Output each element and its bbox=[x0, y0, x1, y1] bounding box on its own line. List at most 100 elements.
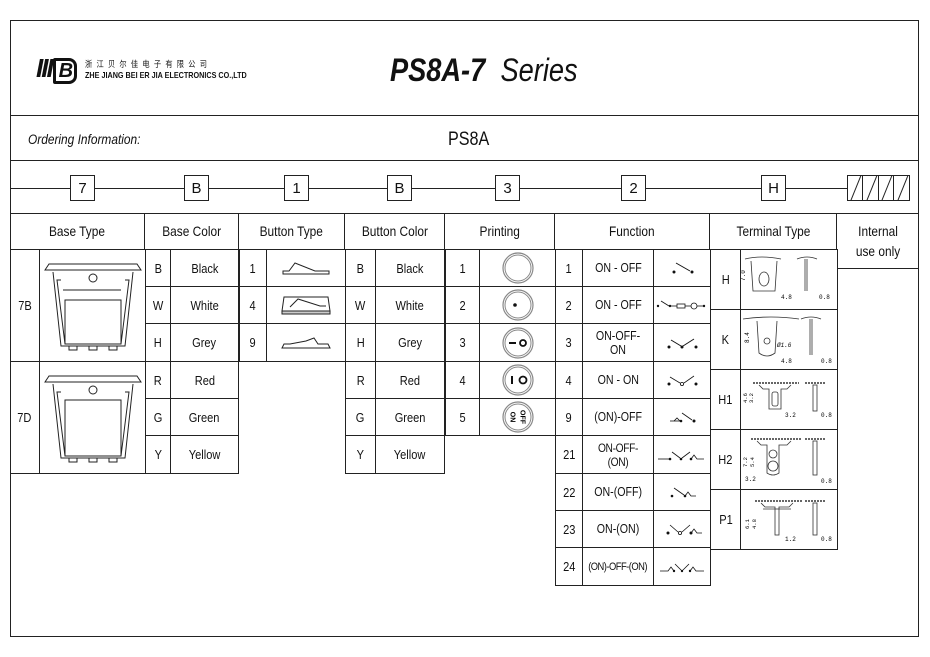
column-header-printing: Printing bbox=[445, 213, 555, 249]
svg-text:0.8: 0.8 bbox=[821, 358, 832, 365]
switch-base-7d-drawing-icon bbox=[39, 361, 146, 474]
rocker-button-profile-icon bbox=[266, 249, 346, 287]
table-row: 24(ON)-OFF-(ON) bbox=[555, 547, 711, 586]
spdt-on-on-symbol-icon bbox=[653, 361, 711, 399]
printing-code: 4 bbox=[445, 361, 480, 399]
button-color-name: Green bbox=[375, 398, 445, 436]
code-box-button-type: 1 bbox=[284, 175, 309, 201]
on-off-momentary-symbol-icon bbox=[653, 435, 711, 474]
terminal-type-code: H1 bbox=[710, 369, 741, 430]
function-code: 9 bbox=[555, 398, 583, 436]
terminal-type-code: K bbox=[710, 309, 741, 370]
spdt-center-off-symbol-icon bbox=[653, 323, 711, 362]
switch-with-lamp-symbol-icon bbox=[653, 286, 711, 324]
svg-text:8.4: 8.4 bbox=[744, 331, 751, 342]
function-name: (ON)-OFF-(ON) bbox=[582, 547, 654, 586]
table-row: 3 bbox=[445, 323, 556, 362]
svg-text:3.2: 3.2 bbox=[748, 393, 755, 403]
rocker-button-low-profile-icon bbox=[266, 323, 346, 362]
ordering-model: PS8A bbox=[448, 129, 490, 150]
column-header-internal: Internal use only bbox=[837, 213, 919, 269]
printing-dot-symbol-icon bbox=[479, 286, 556, 324]
button-color-code: G bbox=[345, 398, 376, 436]
function-code: 2 bbox=[555, 286, 583, 324]
spst-switch-symbol-icon bbox=[653, 249, 711, 287]
company-name-cn: 浙江贝尔佳电子有限公司 bbox=[85, 58, 212, 69]
button-type-code: 1 bbox=[239, 249, 267, 287]
button-color-name: Yellow bbox=[375, 435, 445, 474]
switch-base-7b-drawing-icon bbox=[39, 249, 146, 362]
terminal-type-code: H2 bbox=[710, 429, 741, 490]
printing-code: 5 bbox=[445, 398, 480, 436]
momentary-on-off-symbol-icon bbox=[653, 398, 711, 436]
function-name: ON-OFF-(ON) bbox=[582, 435, 654, 474]
button-type-table: 1 4 9 bbox=[239, 249, 346, 362]
button-color-code: Y bbox=[345, 435, 376, 474]
terminal-type-code: P1 bbox=[710, 489, 741, 550]
svg-text:0.8: 0.8 bbox=[821, 536, 832, 543]
momentary-off-momentary-symbol-icon bbox=[653, 547, 711, 586]
function-name: ON - OFF bbox=[582, 249, 654, 287]
button-color-code: W bbox=[345, 286, 376, 324]
code-box-printing: 3 bbox=[495, 175, 520, 201]
printing-blank-symbol-icon bbox=[479, 249, 556, 287]
function-name: ON-(OFF) bbox=[582, 473, 654, 511]
button-color-name: Grey bbox=[375, 323, 445, 362]
function-name: ON - ON bbox=[582, 361, 654, 399]
button-color-name: White bbox=[375, 286, 445, 324]
button-type-code: 4 bbox=[239, 286, 267, 324]
svg-text:0.8: 0.8 bbox=[821, 478, 832, 485]
code-box-base-color: B bbox=[184, 175, 209, 201]
button-color-code: R bbox=[345, 361, 376, 399]
function-name: ON - OFF bbox=[582, 286, 654, 324]
base-color-code: Y bbox=[145, 435, 171, 474]
printing-dash-o-symbol-icon bbox=[479, 323, 556, 362]
internal-code-box bbox=[846, 175, 864, 201]
base-color-code: B bbox=[145, 249, 171, 287]
function-name: (ON)-OFF bbox=[582, 398, 654, 436]
base-type-code: 7B bbox=[10, 249, 40, 362]
code-box-function: 2 bbox=[621, 175, 646, 201]
svg-text:1.2: 1.2 bbox=[785, 536, 796, 543]
svg-text:OFF: OFF bbox=[518, 410, 525, 425]
table-row: 1 bbox=[445, 249, 556, 287]
svg-text:3.2: 3.2 bbox=[745, 476, 756, 483]
table-row: 1 bbox=[239, 249, 346, 287]
svg-text:7.0: 7.0 bbox=[741, 269, 747, 280]
divider bbox=[10, 115, 919, 116]
base-color-code: W bbox=[145, 286, 171, 324]
function-code: 21 bbox=[555, 435, 583, 474]
function-code: 1 bbox=[555, 249, 583, 287]
base-type-code: 7D bbox=[10, 361, 40, 474]
rocker-button-framed-profile-icon bbox=[266, 286, 346, 324]
column-header-function: Function bbox=[555, 213, 710, 249]
column-header-button-color: Button Color bbox=[345, 213, 445, 249]
base-color-code: R bbox=[145, 361, 171, 399]
function-code: 22 bbox=[555, 473, 583, 511]
table-row: 4 bbox=[445, 361, 556, 399]
on-momentary-off-symbol-icon bbox=[653, 473, 711, 511]
table-row: 9(ON)-OFF bbox=[555, 398, 711, 436]
terminal-type-code: H bbox=[710, 249, 741, 310]
